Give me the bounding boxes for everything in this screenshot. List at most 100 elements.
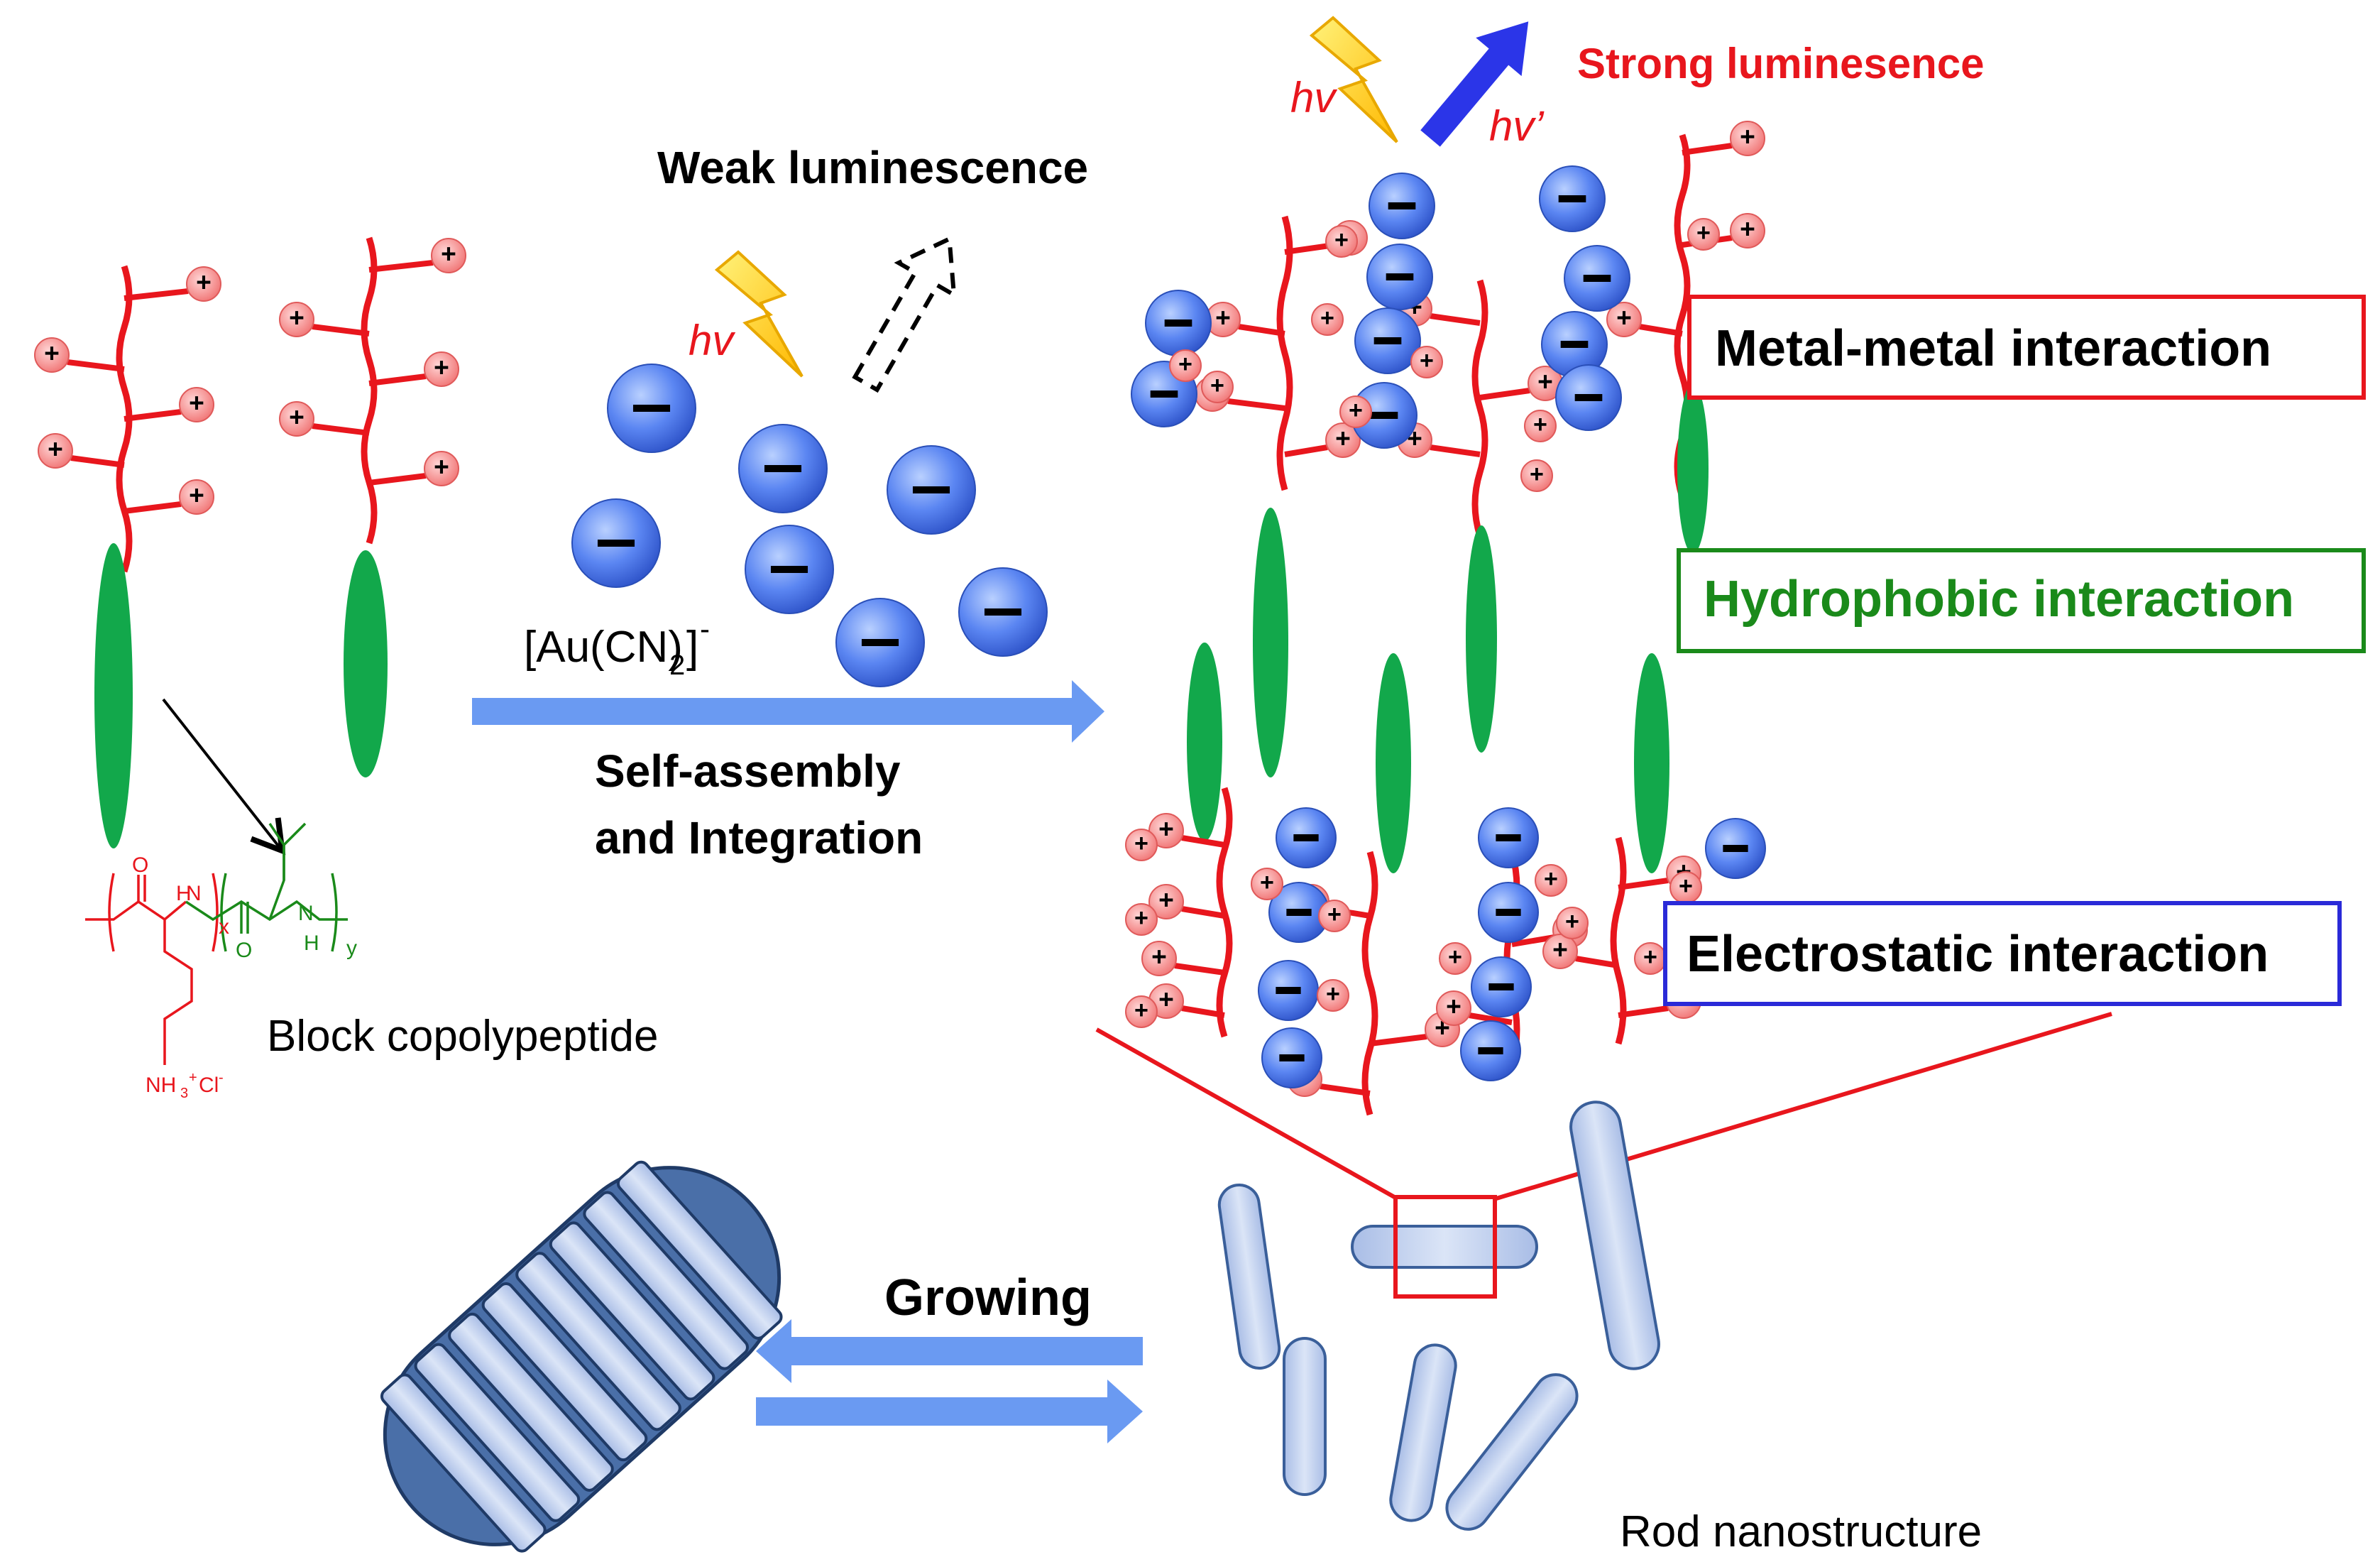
free-anions xyxy=(571,364,1048,687)
minus-sign xyxy=(861,639,899,646)
minus-sign xyxy=(764,465,802,472)
rod xyxy=(1351,1225,1538,1269)
plus-sign: + xyxy=(1696,219,1711,246)
plus-sign: + xyxy=(1420,347,1434,374)
plus-sign: + xyxy=(1158,885,1174,914)
svg-text:N: N xyxy=(186,882,202,905)
plus-sign: + xyxy=(189,480,204,510)
plus-sign: + xyxy=(1260,869,1274,896)
anion xyxy=(1366,244,1433,310)
zoom-line xyxy=(1095,1027,1398,1201)
anion xyxy=(1555,364,1622,431)
side-chain xyxy=(368,473,427,486)
au-cn2-label: [Au(CN) 2 ] - xyxy=(524,612,710,681)
emission-arrow-icon xyxy=(1420,21,1529,147)
anion xyxy=(958,567,1048,657)
plus-sign: + xyxy=(1327,901,1342,928)
side-chain xyxy=(1174,963,1225,976)
anion xyxy=(1564,245,1630,312)
side-chain xyxy=(1181,1005,1225,1018)
rod xyxy=(414,1343,581,1522)
minus-sign xyxy=(912,486,950,493)
plus-sign: + xyxy=(1533,411,1547,438)
side-chain xyxy=(312,423,370,436)
bundle-group xyxy=(380,1160,783,1553)
side-chain xyxy=(1430,444,1481,457)
plus-sign: + xyxy=(1740,121,1755,151)
svg-text:x: x xyxy=(219,915,229,939)
minus-sign xyxy=(1286,909,1312,916)
capsule xyxy=(383,1166,782,1546)
minus-sign xyxy=(1373,337,1402,344)
plus-sign: + xyxy=(1552,934,1568,964)
side-chain xyxy=(1181,906,1225,919)
plus-sign: + xyxy=(1151,941,1167,971)
side-chain xyxy=(124,501,182,514)
side-chain xyxy=(1682,143,1733,155)
minus-sign xyxy=(1388,202,1416,209)
plus-sign: + xyxy=(1326,981,1340,1007)
side-chain xyxy=(1511,934,1555,947)
anion xyxy=(571,498,661,588)
plus-sign: + xyxy=(1616,302,1632,332)
anion xyxy=(887,445,976,535)
cation: + xyxy=(1606,302,1642,337)
cation: + xyxy=(1141,941,1177,976)
side-chain xyxy=(1639,324,1683,337)
minus-sign xyxy=(770,566,808,573)
cation: + xyxy=(1125,903,1158,936)
minus-sign xyxy=(1560,341,1589,348)
self-assembly-label: Self-assembly xyxy=(595,746,901,797)
cation: + xyxy=(1317,979,1349,1012)
backbone xyxy=(1216,787,1233,1038)
cation: + xyxy=(1205,302,1241,337)
side-chain xyxy=(1369,1034,1427,1047)
hv-prime-label: hv’ xyxy=(1489,102,1545,150)
block-copolypeptide-label: Block copolypeptide xyxy=(267,1012,658,1061)
plus-sign: + xyxy=(289,302,305,332)
cation: + xyxy=(431,238,466,273)
cation: + xyxy=(179,479,214,515)
minus-sign xyxy=(1558,195,1586,202)
rod xyxy=(448,1312,614,1492)
rod xyxy=(1389,1343,1457,1522)
weak-luminescence-label: Weak luminescence xyxy=(657,142,1088,193)
anion xyxy=(1354,307,1421,374)
anion xyxy=(745,525,834,614)
hydrophobic-label: Hydrophobic interaction xyxy=(1704,571,2294,628)
svg-text:O: O xyxy=(132,853,148,877)
side-chain xyxy=(1575,956,1619,968)
cation: + xyxy=(1669,871,1702,904)
backbone xyxy=(1276,215,1293,491)
pointer-arrow xyxy=(162,698,286,856)
rod xyxy=(583,1191,749,1370)
minus-sign xyxy=(1478,1047,1503,1054)
side-chain xyxy=(124,409,182,422)
minus-sign xyxy=(1496,834,1521,841)
anion xyxy=(1471,956,1532,1017)
integration-label: and Integration xyxy=(595,812,923,863)
growing-label: Growing xyxy=(884,1269,1092,1326)
minus-sign xyxy=(1488,983,1514,990)
plus-sign: + xyxy=(1544,865,1558,892)
plus-sign: + xyxy=(1643,944,1657,971)
anion xyxy=(607,364,696,453)
side-chain xyxy=(368,373,427,386)
electrostatic-label: Electrostatic interaction xyxy=(1687,926,2269,983)
minus-sign xyxy=(1276,987,1301,994)
rod xyxy=(1569,1100,1660,1370)
helix-block xyxy=(1253,508,1288,777)
svg-text:NH: NH xyxy=(146,1074,176,1097)
anion xyxy=(835,598,925,687)
svg-text:O: O xyxy=(236,939,252,962)
rod xyxy=(1283,1337,1327,1496)
svg-text:-: - xyxy=(700,612,710,645)
side-chain xyxy=(1238,324,1285,337)
self-assembly-arrow xyxy=(472,680,1104,743)
plus-sign: + xyxy=(1565,908,1579,935)
zoom-box xyxy=(1393,1195,1497,1299)
anion xyxy=(1369,173,1435,239)
rod-nanostructure-label: Rod nanostructure xyxy=(1620,1507,1982,1556)
svg-text:]: ] xyxy=(686,623,698,672)
